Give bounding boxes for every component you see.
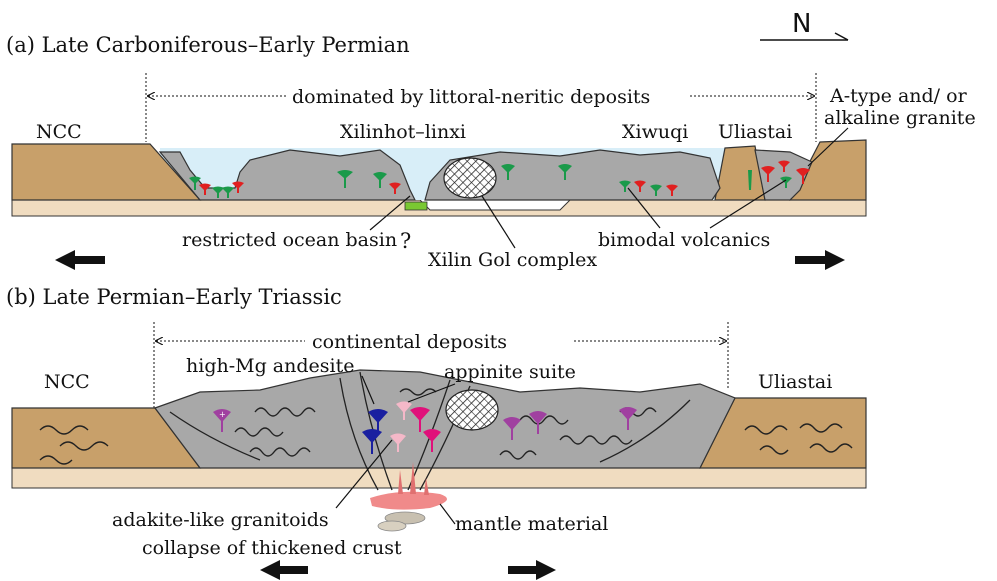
panel-a-granite-line1: A-type and/ or xyxy=(829,85,968,107)
north-label: N xyxy=(792,9,811,39)
panel-b-uliastai-label: Uliastai xyxy=(758,371,832,393)
panel-b-collapse-label: collapse of thickened crust xyxy=(142,537,402,559)
panel-a-xilin-gol-label: Xilin Gol complex xyxy=(428,249,597,271)
panel-a-arrow-right-icon xyxy=(795,250,845,270)
panel-b-gray-crust xyxy=(155,370,735,468)
panel-b-arrow-right-icon xyxy=(508,560,556,580)
panel-a-xilin-gol-pointer xyxy=(482,196,515,248)
panel-a-uliastai-label: Uliastai xyxy=(718,121,792,143)
panel-a-xiwuqi-label: Xiwuqi xyxy=(622,121,688,143)
panel-a-title: (a) Late Carboniferous–Early Permian xyxy=(6,33,410,57)
panel-b-span-label: continental deposits xyxy=(312,331,507,353)
panel-a-arrow-left-icon xyxy=(55,250,105,270)
panel-b-mantle-pointer xyxy=(440,504,455,524)
panel-a: (a) Late Carboniferous–Early Permian dom… xyxy=(6,33,976,271)
panel-a-question-mark: ? xyxy=(400,229,411,253)
panel-a-span-label: dominated by littoral-neritic deposits xyxy=(292,86,650,108)
panel-a-basement xyxy=(12,200,866,216)
panel-b-appinite-label: appinite suite xyxy=(444,361,576,383)
north-arrow: N xyxy=(760,9,848,40)
panel-b-ncc-label: NCC xyxy=(44,371,90,393)
panel-a-xilinhot-label: Xilinhot–linxi xyxy=(340,121,466,143)
panel-b-arrow-left-icon xyxy=(260,560,308,580)
panel-b-mantle-material xyxy=(370,492,447,510)
panel-b: (b) Late Permian–Early Triassic continen… xyxy=(6,285,866,580)
panel-b-basement xyxy=(12,468,866,488)
panel-b-title: (b) Late Permian–Early Triassic xyxy=(6,285,342,309)
panel-a-restricted-label: restricted ocean basin xyxy=(182,229,397,251)
svg-text:+: + xyxy=(219,410,226,419)
panel-a-granite-line2: alkaline granite xyxy=(824,107,976,129)
panel-a-ncc-label: NCC xyxy=(36,121,82,143)
panel-a-bimodal-label: bimodal volcanics xyxy=(598,229,770,251)
panel-b-adakite-label: adakite-like granitoids xyxy=(112,509,329,531)
panel-a-ocean-basin xyxy=(405,202,427,210)
panel-b-high-mg-label: high-Mg andesite xyxy=(186,355,354,377)
panel-b-mantle-label: mantle material xyxy=(455,513,608,535)
